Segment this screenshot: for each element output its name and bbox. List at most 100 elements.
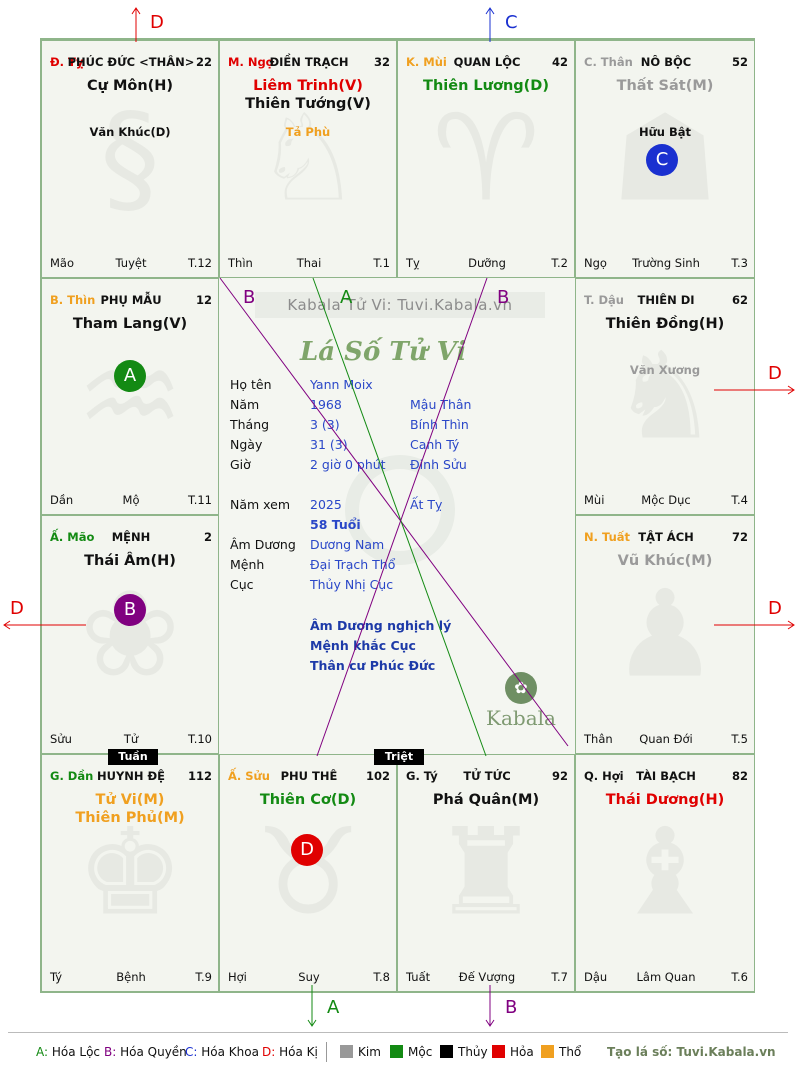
legend-item: D: Hóa Kị [262,1045,318,1059]
zodiac-watermark-icon: ♟ [611,565,719,704]
info-value: 2025 [310,497,342,512]
info-value: 3 (3) [310,417,340,432]
element-name: Mộc [408,1045,433,1059]
zodiac-watermark-icon: ♜ [432,804,540,943]
palace-footer-branch: Dậu [584,970,608,984]
major-stars: Liêm Trinh(V)Thiên Tướng(V) [220,77,396,113]
kabala-logo-word: Kabala [486,706,556,730]
element-legend-item: Kim [340,1045,381,1059]
zodiac-watermark-icon: ♚ [76,804,184,943]
palace-branch: B. Thìn [50,293,96,307]
palace-age-number: 112 [187,769,212,783]
major-stars: Thái Dương(H) [576,791,754,809]
major-star: Thất Sát(M) [616,78,714,94]
major-stars: Thiên Đồng(H) [576,315,754,333]
palace-footer-month: T.8 [373,970,390,984]
info-note: Âm Dương nghịch lý [310,618,452,633]
palace-footer-month: T.10 [188,732,212,746]
palace-footer-stage: Thai [296,256,322,270]
major-stars: Thiên Cơ(D) [220,791,396,809]
palace-footer-month: T.6 [731,970,748,984]
major-stars: Phá Quân(M) [398,791,574,809]
marker-b: B [114,594,146,626]
palace-footer-month: T.4 [731,493,748,507]
arrow-label-bottom-right: B [505,997,518,1018]
palace-branch: M. Ngọ [228,55,274,69]
legend-text: Hóa Quyền [120,1045,187,1059]
palace-footer-month: T.7 [551,970,568,984]
palace-footer-month: T.9 [195,970,212,984]
tuan-tag: Tuần [108,749,158,765]
palace-age-number: 102 [365,769,390,783]
info-note: Thân cư Phúc Đức [310,658,436,673]
palace-age-number: 12 [195,293,212,307]
kabala-logo: ✿ Kabala [486,672,556,730]
major-stars: Vũ Khúc(M) [576,552,754,570]
palace-branch: G. Tý [406,769,438,783]
info-value: 2 giờ 0 phút [310,457,386,472]
major-stars: Thiên Lương(D) [398,77,574,95]
palace-footer-branch: Mão [50,256,75,270]
palace-footer-month: T.12 [188,256,212,270]
major-star: Thái Âm(H) [84,553,176,569]
palace-age-number: 22 [195,55,212,69]
palace-name: PHU THÊ [280,769,338,783]
zodiac-watermark-icon: ♒ [76,327,184,466]
legend-item: A: Hóa Lộc [36,1045,100,1059]
palace-name: TÀI BẠCH [636,769,696,783]
info-value: Yann Moix [310,377,373,392]
palace-footer-branch: Dần [50,493,74,507]
inner-label-b1: B [243,287,256,308]
zodiac-watermark-icon: ♉ [254,804,362,943]
info-value: 58 Tuổi [310,517,361,532]
info-value: Đại Trạch Thổ [310,557,396,572]
arrow-label-top-left: D [150,12,164,33]
info-value: 31 (3) [310,437,348,452]
legend-key: D: [262,1045,276,1059]
palace-name: MỆNH [111,530,151,544]
palace-name: NÔ BỘC [640,55,692,69]
element-swatch [440,1045,453,1058]
palace-age-number: 52 [731,55,748,69]
info-value-can-chi: Đinh Sửu [410,457,467,472]
legend-item: C: Hóa Khoa [185,1045,259,1059]
palace-footer-stage: Trường Sinh [632,256,700,270]
palace-footer-month: T.1 [373,256,390,270]
palace-age-number: 82 [731,769,748,783]
triet-tag: Triệt [374,749,424,765]
palace-branch: T. Dậu [584,293,624,307]
major-star: Vũ Khúc(M) [617,553,713,569]
info-row: 58 Tuổi [230,517,570,533]
palace-branch: Đ. Tỵ [50,55,84,69]
marker-c: C [646,144,678,176]
chart-logo-title: Lá Số Tử Vi [300,337,467,367]
palace-footer-stage: Bệnh [116,970,146,984]
palace-name: THIÊN DI [637,293,695,307]
palace-footer-stage: Suy [298,970,320,984]
palace-footer-stage: Đế Vượng [458,970,516,984]
legend-key: C: [185,1045,198,1059]
